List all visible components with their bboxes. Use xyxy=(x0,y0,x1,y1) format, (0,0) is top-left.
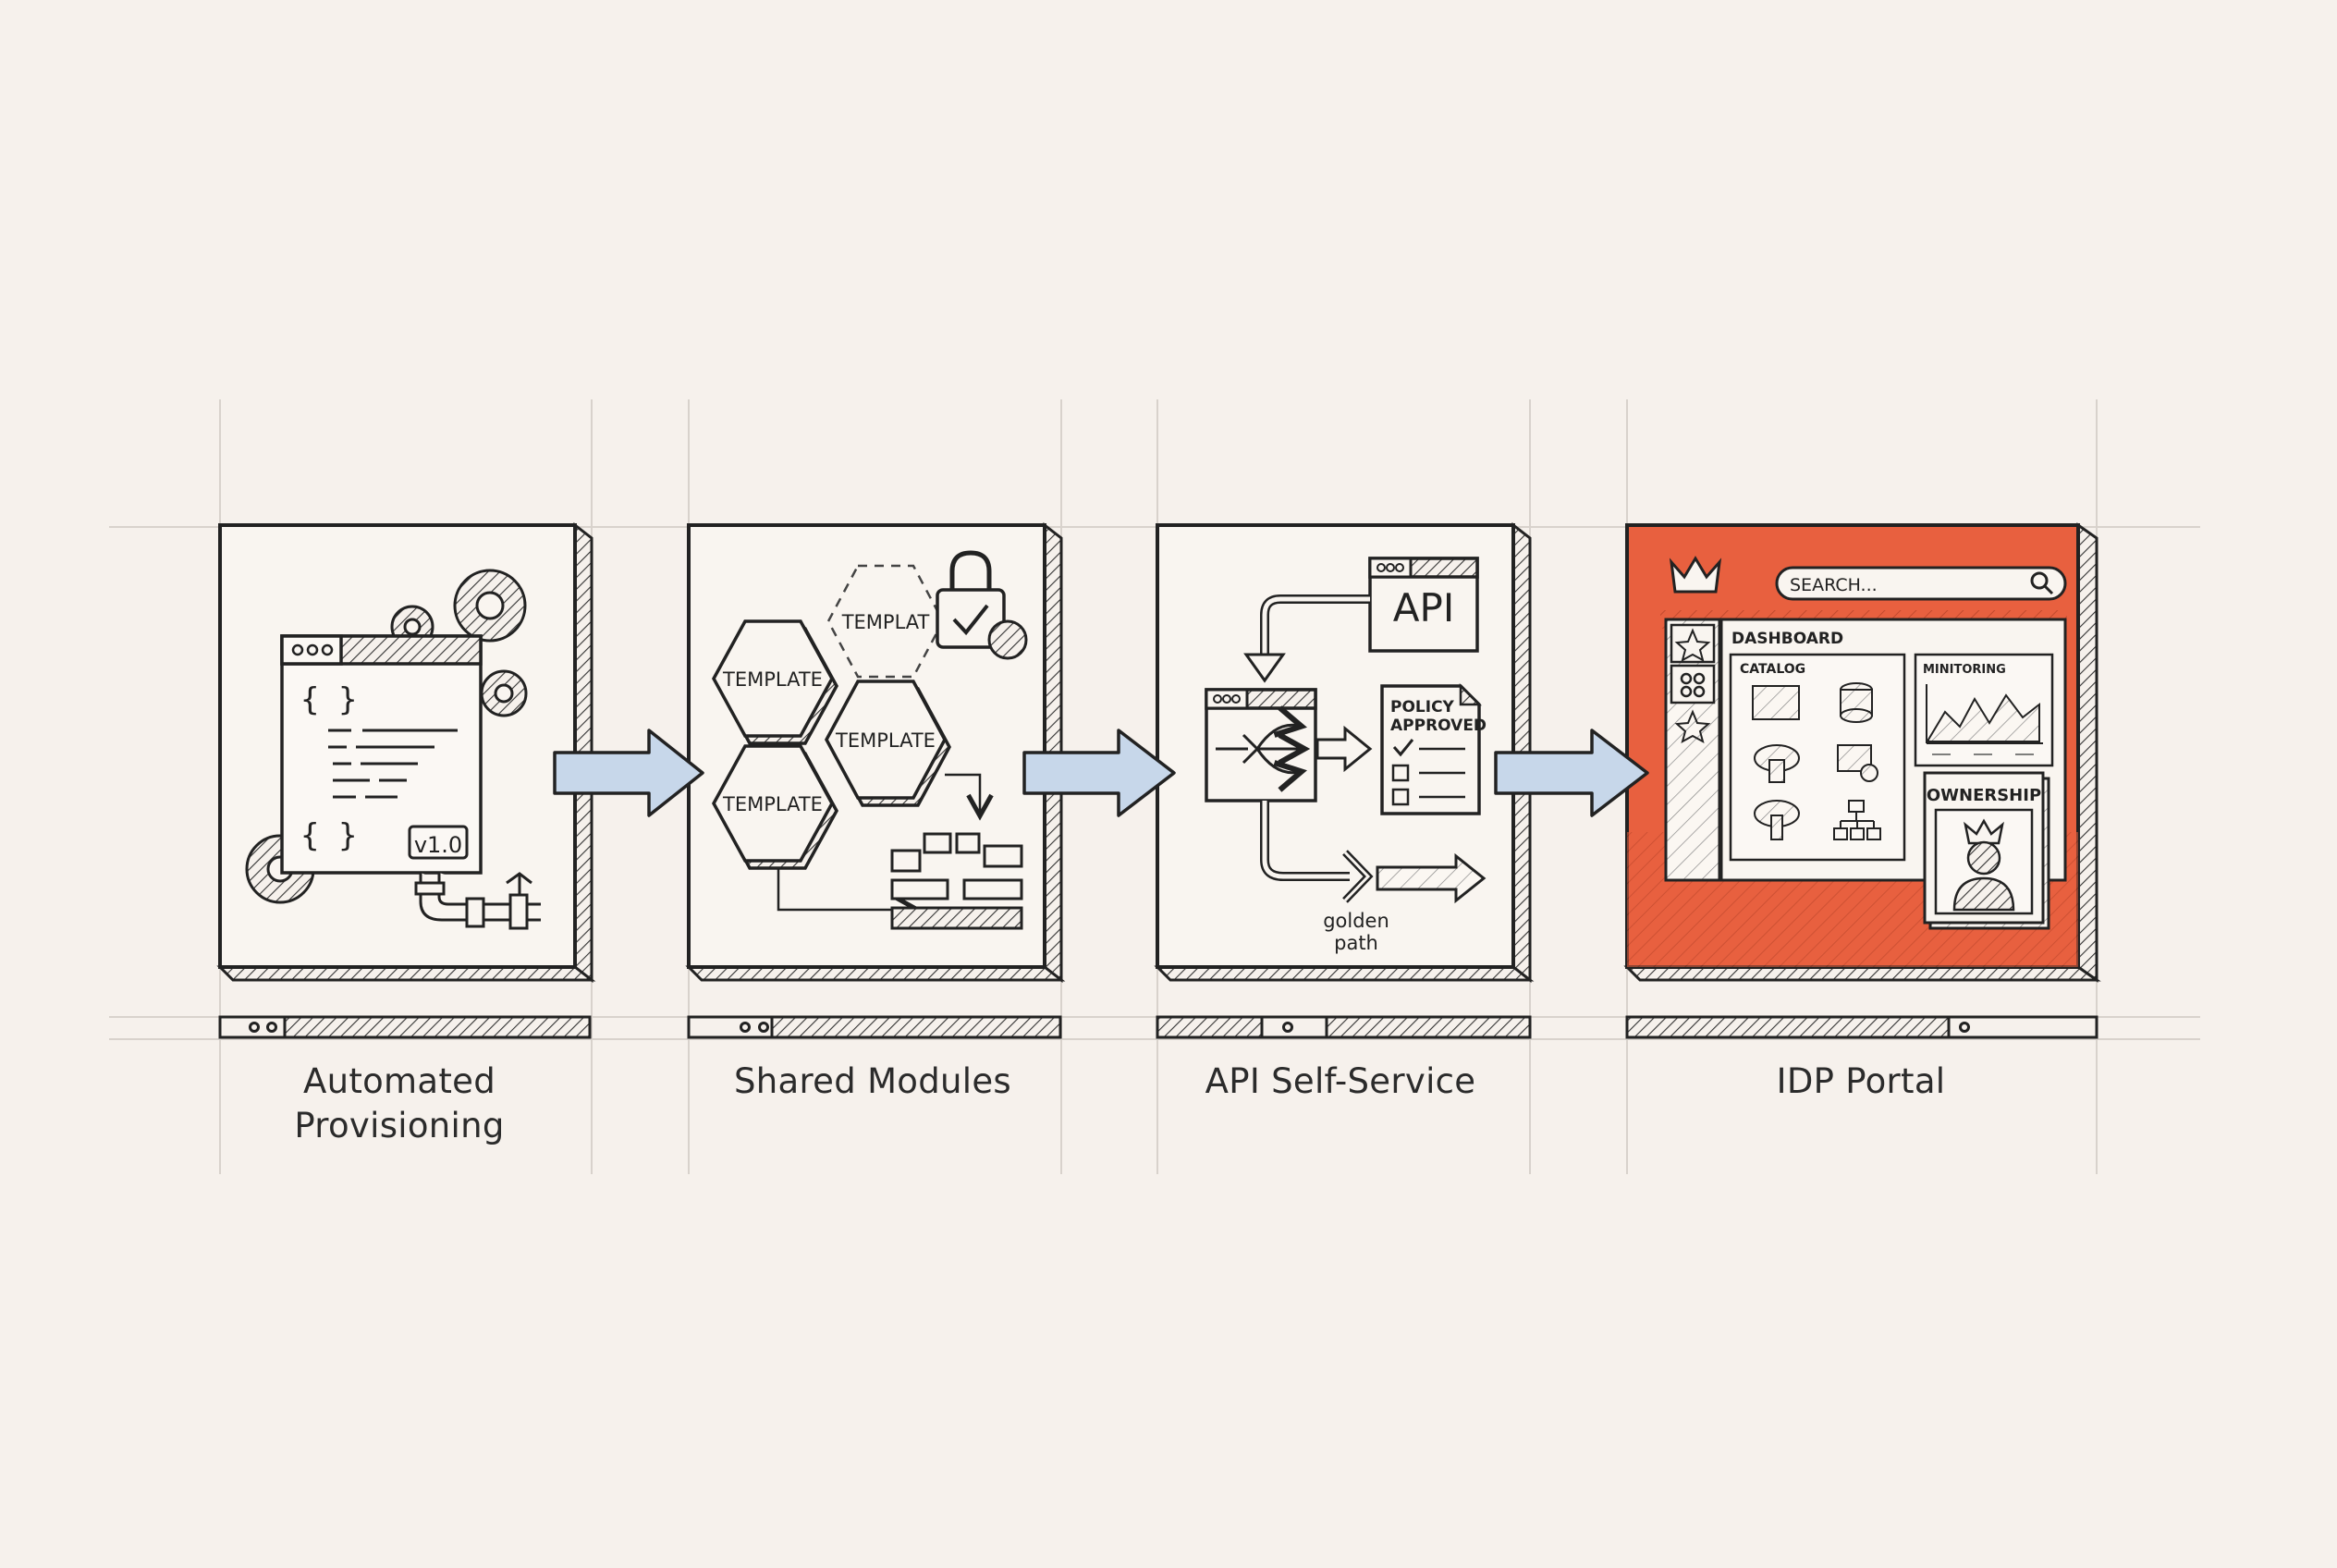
stage-title-automated-provisioning: Automated Provisioning xyxy=(205,1060,593,1148)
cloud-upload-icon xyxy=(1754,800,1800,840)
check-badge-icon xyxy=(987,619,1028,660)
hexagon-template-2: TEMPLATE xyxy=(825,680,951,807)
hierarchy-icon xyxy=(1833,800,1881,840)
search-input[interactable]: SEARCH... xyxy=(1790,575,1878,595)
branch-arrows-icon xyxy=(1216,725,1302,772)
stage-title-api-self-service: API Self-Service xyxy=(1205,1061,1476,1101)
catalog-panel[interactable]: CATALOG xyxy=(1729,653,1906,862)
crown-icon xyxy=(1669,556,1722,594)
to-policy-arrow xyxy=(1315,725,1373,773)
api-window: API xyxy=(1368,557,1479,653)
hexagon-template-3: TEMPLATE xyxy=(712,744,838,870)
ownership-card[interactable]: OWNERSHIP xyxy=(1923,771,2050,930)
code-window: { } { } v1.0 xyxy=(280,634,483,875)
stage-title-idp-portal: IDP Portal xyxy=(1776,1061,1946,1101)
module-flow-arrows xyxy=(777,773,980,910)
template-label-3: TEMPLATE xyxy=(722,793,823,815)
version-badge-label: v1.0 xyxy=(414,832,462,858)
gear-icon xyxy=(480,669,528,717)
star-icon[interactable] xyxy=(1674,628,1711,663)
star-icon[interactable] xyxy=(1674,709,1711,744)
pipe-icon xyxy=(414,872,541,930)
flow-arrow-3 xyxy=(1494,729,1649,817)
template-label-2: TEMPLATE xyxy=(835,729,936,752)
crown-icon xyxy=(1964,818,2004,845)
monitoring-panel[interactable]: MINITORING xyxy=(1914,653,2054,767)
golden-path-label-line2: path xyxy=(1334,932,1378,954)
faded-template-label: TEMPLAT xyxy=(841,611,930,633)
flow-arrow-2 xyxy=(1022,729,1176,817)
api-return-arrow xyxy=(1243,594,1370,683)
search-icon xyxy=(2030,571,2049,590)
user-avatar-icon xyxy=(1952,818,2015,912)
golden-path-label-line1: golden xyxy=(1323,910,1389,932)
dashboard-window: DASHBOARD CATALOG xyxy=(1719,618,2067,930)
database-gear-icon xyxy=(1837,744,1878,782)
stage-title-shared-modules: Shared Modules xyxy=(733,1061,1012,1101)
code-brace-open: { } xyxy=(300,681,357,718)
policy-document: POLICY APPROVED xyxy=(1380,682,1487,815)
checkmark-icon xyxy=(1392,739,1414,757)
toolbar-strips xyxy=(218,1015,2098,1039)
monitoring-label: MINITORING xyxy=(1923,663,2006,677)
database-icon xyxy=(1840,682,1873,723)
dashboard-label: DASHBOARD xyxy=(1731,630,1843,648)
stage-title-line: Provisioning xyxy=(294,1106,505,1145)
module-blocks-icon xyxy=(890,832,1023,930)
ownership-label: OWNERSHIP xyxy=(1927,786,2041,805)
search-bar[interactable]: SEARCH... xyxy=(1775,566,2067,601)
monitoring-chart-icon xyxy=(1926,684,2043,755)
cloud-server-icon xyxy=(1754,744,1800,783)
gear-icon xyxy=(453,569,527,643)
flow-arrow-1 xyxy=(553,729,704,817)
code-lines xyxy=(328,729,458,799)
hexagon-template-1: TEMPLATE xyxy=(712,619,838,745)
checkbox-icon xyxy=(1391,788,1410,806)
portal-sidebar xyxy=(1664,618,1721,882)
container-icon xyxy=(1752,685,1800,720)
version-badge xyxy=(408,825,469,860)
catalog-label: CATALOG xyxy=(1740,662,1805,677)
stage-title-line: Automated xyxy=(302,1061,496,1101)
apps-icon[interactable] xyxy=(1680,672,1706,698)
lock-icon xyxy=(936,550,1006,649)
template-label-1: TEMPLATE xyxy=(722,668,823,691)
policy-label-line1: POLICY xyxy=(1390,698,1455,717)
hexagon-template-faded: TEMPLAT xyxy=(826,564,945,679)
golden-path-arrow: golden path xyxy=(1260,801,1487,954)
router-window xyxy=(1205,688,1317,802)
code-brace-close: { } xyxy=(300,817,357,854)
policy-label-line2: APPROVED xyxy=(1390,717,1487,735)
api-label: API xyxy=(1393,585,1454,631)
checkbox-icon xyxy=(1391,764,1410,782)
